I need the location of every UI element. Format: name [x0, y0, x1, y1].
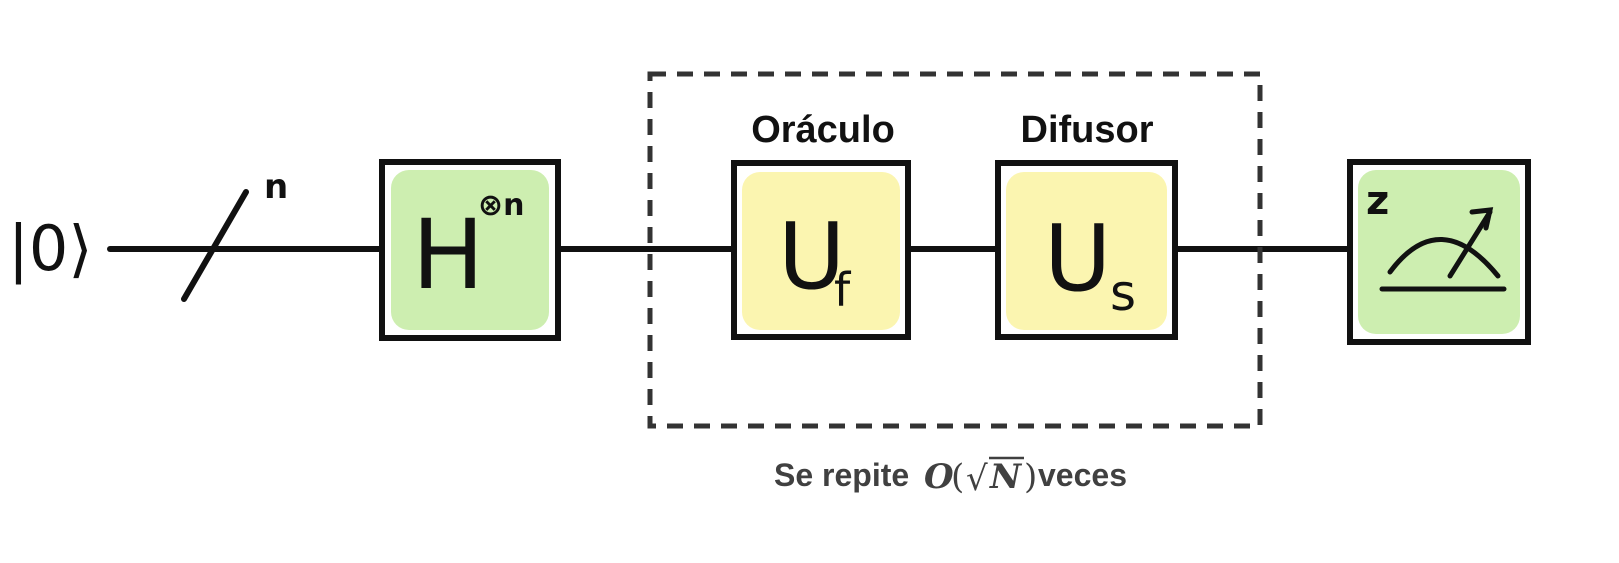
hadamard-gate: H ⊗n: [379, 159, 561, 341]
hadamard-tensor-power: ⊗n: [478, 188, 525, 223]
caption-suffix: veces: [1038, 457, 1127, 493]
input-state-label: |0⟩: [8, 212, 93, 286]
diffuser-subscript: s: [1110, 264, 1136, 322]
repeat-caption: Se repite O ( √ N ) veces: [774, 456, 1127, 499]
hadamard-symbol: H: [412, 199, 484, 311]
caption-open-paren: (: [951, 457, 964, 497]
register-size-label: n: [264, 167, 288, 207]
caption-n-symbol: N: [989, 457, 1023, 497]
measurement-gate: z: [1347, 159, 1531, 345]
caption-close-paren: ): [1024, 457, 1037, 497]
caption-sqrt: √: [966, 459, 988, 499]
oracle-title: Oráculo: [751, 109, 895, 151]
register-slash: [181, 189, 249, 302]
diffuser-symbol: U: [1044, 205, 1111, 312]
caption-prefix: Se repite: [774, 457, 909, 493]
oracle-subscript: f: [834, 263, 852, 317]
oracle-gate: U f: [731, 160, 911, 340]
diffuser-gate: U s: [995, 160, 1178, 340]
repeat-block-border: [647, 71, 1263, 429]
diffuser-title: Difusor: [1021, 109, 1154, 151]
measurement-basis-label: z: [1366, 178, 1389, 224]
oracle-symbol: U: [778, 203, 845, 310]
meter-icon: [1379, 207, 1507, 292]
caption-big-o: O: [924, 457, 954, 497]
